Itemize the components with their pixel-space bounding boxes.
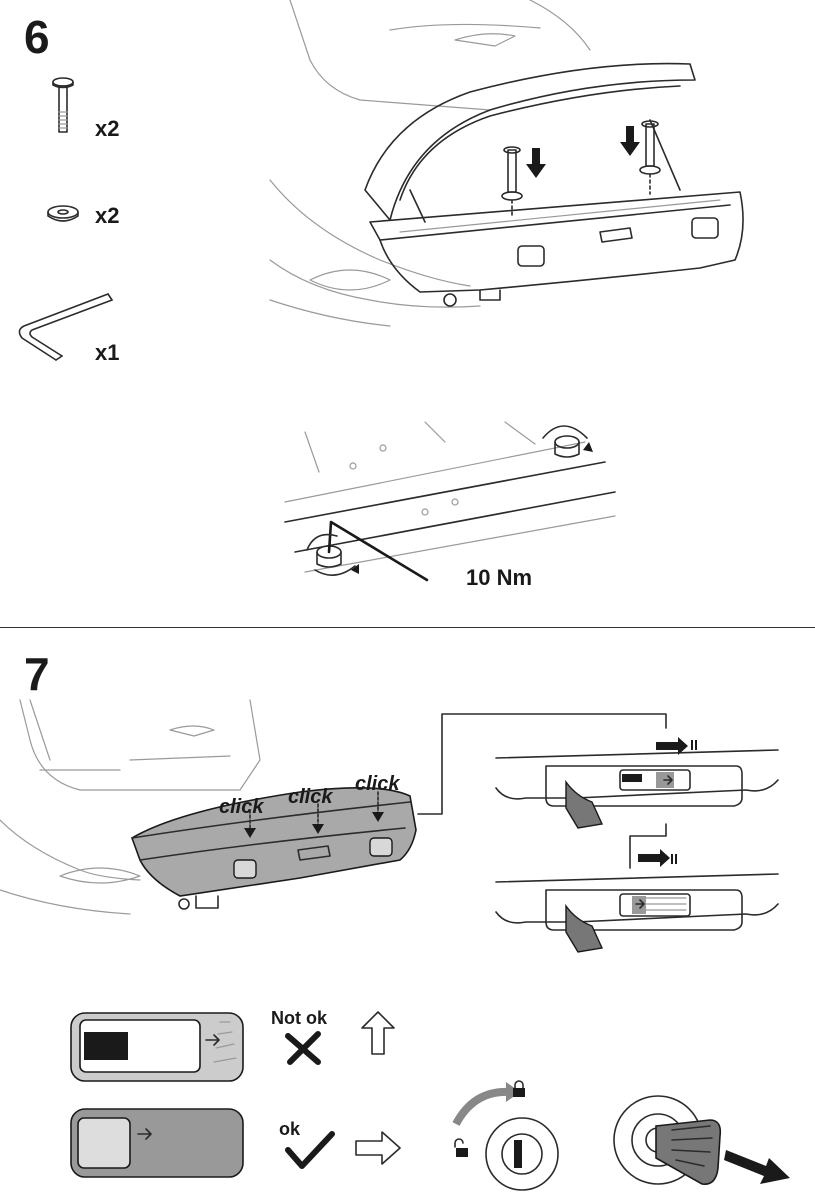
car-box-open-illustration — [270, 0, 770, 330]
latch-detail-open — [496, 728, 778, 828]
washer-icon — [46, 203, 80, 225]
click-label-1: click — [219, 796, 263, 819]
tightening-detail-illustration — [285, 422, 615, 602]
not-ok-label: Not ok — [271, 1008, 327, 1029]
click-label-3: click — [355, 773, 399, 796]
arrow-right-icon — [354, 1130, 402, 1166]
washer-quantity: x2 — [95, 203, 119, 229]
lock-indicator-ok — [70, 1108, 246, 1180]
step-divider — [0, 627, 815, 628]
key-removal-illustration — [606, 1086, 796, 1196]
bolt-icon — [48, 76, 78, 136]
click-label-2: click — [288, 786, 332, 809]
lock-closed-icon — [512, 1080, 526, 1098]
step-7-number: 7 — [24, 651, 49, 697]
latch-detail-closed — [496, 850, 778, 950]
arrow-up-icon — [360, 1010, 396, 1056]
cross-icon — [284, 1032, 324, 1064]
lock-cylinder-icon — [446, 1078, 576, 1192]
step-6-number: 6 — [24, 14, 49, 60]
lock-indicator-not-ok — [70, 1012, 246, 1084]
torque-label: 10 Nm — [466, 565, 532, 591]
lock-open-icon — [452, 1138, 468, 1158]
check-icon — [286, 1130, 334, 1170]
hex-key-quantity: x1 — [95, 340, 119, 366]
bolt-quantity: x2 — [95, 116, 119, 142]
